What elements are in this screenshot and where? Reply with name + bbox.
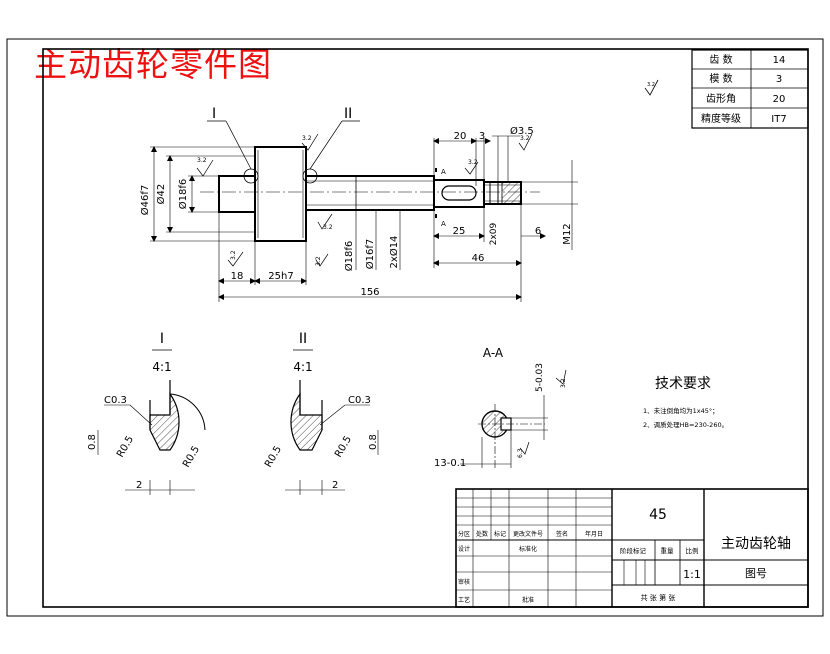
svg-text:R0.5: R0.5	[115, 434, 136, 459]
svg-text:工艺: 工艺	[458, 596, 470, 604]
detail-II-scale: 4:1	[293, 360, 312, 374]
svg-text:3.2: 3.2	[230, 250, 237, 260]
svg-text:0.8: 0.8	[368, 434, 379, 450]
svg-text:设计: 设计	[458, 545, 470, 553]
svg-text:3.2: 3.2	[520, 135, 530, 142]
svg-text:年月日: 年月日	[585, 530, 603, 538]
section-mark-A-top: A	[441, 168, 446, 176]
param-label-teeth: 齿 数	[709, 53, 732, 66]
title-block	[455, 488, 809, 608]
drawing-number-label: 图号	[745, 567, 767, 580]
detail-view-II: II 4:1 C0.3 R0.5 R0.5 0.8 2	[263, 331, 379, 495]
section-A-A-label: A-A	[483, 346, 504, 360]
drawing-title: 主动齿轮零件图	[34, 45, 272, 84]
section-mark-A-bottom: A	[441, 220, 446, 228]
param-label-angle: 齿形角	[706, 93, 736, 105]
svg-text:3: 3	[479, 131, 485, 142]
param-value-module: 3	[776, 74, 782, 85]
svg-text:3.2: 3.2	[560, 378, 567, 388]
svg-text:更改文件号: 更改文件号	[513, 530, 543, 538]
scale-value: 1:1	[683, 568, 701, 581]
section-view-A-A: A-A 5-0.03 13-0.1 3.2 6.3	[434, 346, 567, 470]
svg-text:0.8: 0.8	[87, 434, 98, 450]
svg-text:6.3: 6.3	[517, 448, 524, 458]
svg-text:13-0.1: 13-0.1	[434, 458, 466, 469]
detail-I-label: I	[160, 331, 164, 347]
svg-text:标记: 标记	[494, 530, 506, 538]
svg-text:5-0.03: 5-0.03	[535, 363, 545, 392]
svg-text:3.2: 3.2	[302, 135, 312, 142]
svg-text:6: 6	[535, 226, 541, 237]
detail-marker-I: I	[212, 106, 216, 122]
detail-view-I: I 4:1 C0.3 R0.5 R0.5 0.8 2	[87, 331, 206, 495]
svg-text:共 张 第 张: 共 张 第 张	[641, 593, 676, 602]
inner-border	[42, 48, 809, 608]
svg-text:M12: M12	[562, 223, 573, 244]
svg-text:3.2: 3.2	[197, 157, 207, 164]
svg-text:审核: 审核	[458, 578, 470, 586]
svg-text:2x09: 2x09	[489, 222, 499, 245]
svg-text:R0.5: R0.5	[263, 444, 284, 469]
svg-text:2: 2	[332, 480, 338, 491]
part-name: 主动齿轮轴	[721, 536, 791, 552]
svg-text:标准化: 标准化	[519, 545, 537, 553]
svg-text:Ø16f7: Ø16f7	[364, 239, 376, 269]
tech-item-1: 1、未注倒角均为1x45°；	[643, 406, 719, 415]
param-value-precision: IT7	[771, 114, 786, 125]
svg-text:重量: 重量	[661, 547, 675, 555]
gear-parameter-table: 齿 数 14 模 数 3 齿形角 20 精度等级 IT7	[691, 49, 809, 129]
shaft-main-view	[200, 120, 540, 242]
svg-text:批准: 批准	[522, 596, 534, 604]
svg-text:Ø42: Ø42	[155, 184, 167, 205]
svg-text:Ø18f6: Ø18f6	[177, 179, 189, 209]
tech-item-2: 2、调质处理HB=230-260。	[643, 420, 728, 429]
svg-text:R0.5: R0.5	[181, 444, 202, 469]
technical-requirements: 技术要求 1、未注倒角均为1x45°； 2、调质处理HB=230-260。	[643, 376, 728, 429]
svg-text:46: 46	[472, 253, 485, 264]
svg-text:R0.5: R0.5	[333, 434, 354, 459]
param-value-angle: 20	[773, 94, 786, 105]
param-label-module: 模 数	[709, 72, 732, 85]
svg-text:2: 2	[136, 480, 142, 491]
svg-text:分区: 分区	[458, 530, 470, 538]
outer-border	[6, 38, 824, 617]
svg-text:C0.3: C0.3	[348, 395, 371, 406]
svg-text:阶段标记: 阶段标记	[620, 546, 647, 555]
svg-text:25: 25	[453, 226, 466, 237]
svg-text:C0.3: C0.3	[104, 395, 127, 406]
svg-text:Ø18f6: Ø18f6	[343, 241, 355, 271]
svg-text:20: 20	[454, 131, 467, 142]
svg-text:比例: 比例	[686, 546, 699, 555]
svg-text:156: 156	[360, 287, 379, 298]
svg-text:3.2: 3.2	[323, 224, 333, 231]
svg-text:3.2: 3.2	[647, 82, 655, 88]
detail-II-label: II	[299, 331, 307, 347]
svg-text:25h7: 25h7	[268, 271, 293, 282]
svg-text:2xØ14: 2xØ14	[388, 236, 400, 269]
svg-text:签名: 签名	[556, 530, 568, 538]
svg-text:18: 18	[231, 271, 244, 282]
svg-text:3.2: 3.2	[315, 256, 322, 266]
param-label-precision: 精度等级	[701, 112, 741, 125]
material-code: 45	[649, 507, 667, 523]
svg-text:处数: 处数	[476, 530, 488, 538]
svg-text:Ø46f7: Ø46f7	[139, 185, 151, 215]
param-value-teeth: 14	[773, 55, 786, 66]
general-roughness-symbol: 3.2	[644, 79, 659, 96]
svg-text:Ø3.5: Ø3.5	[510, 125, 534, 137]
svg-text:3.2: 3.2	[468, 159, 478, 166]
detail-I-scale: 4:1	[152, 360, 171, 374]
detail-marker-II: II	[344, 106, 352, 122]
dimension-lines-main	[150, 135, 578, 302]
tech-heading: 技术要求	[655, 376, 711, 392]
